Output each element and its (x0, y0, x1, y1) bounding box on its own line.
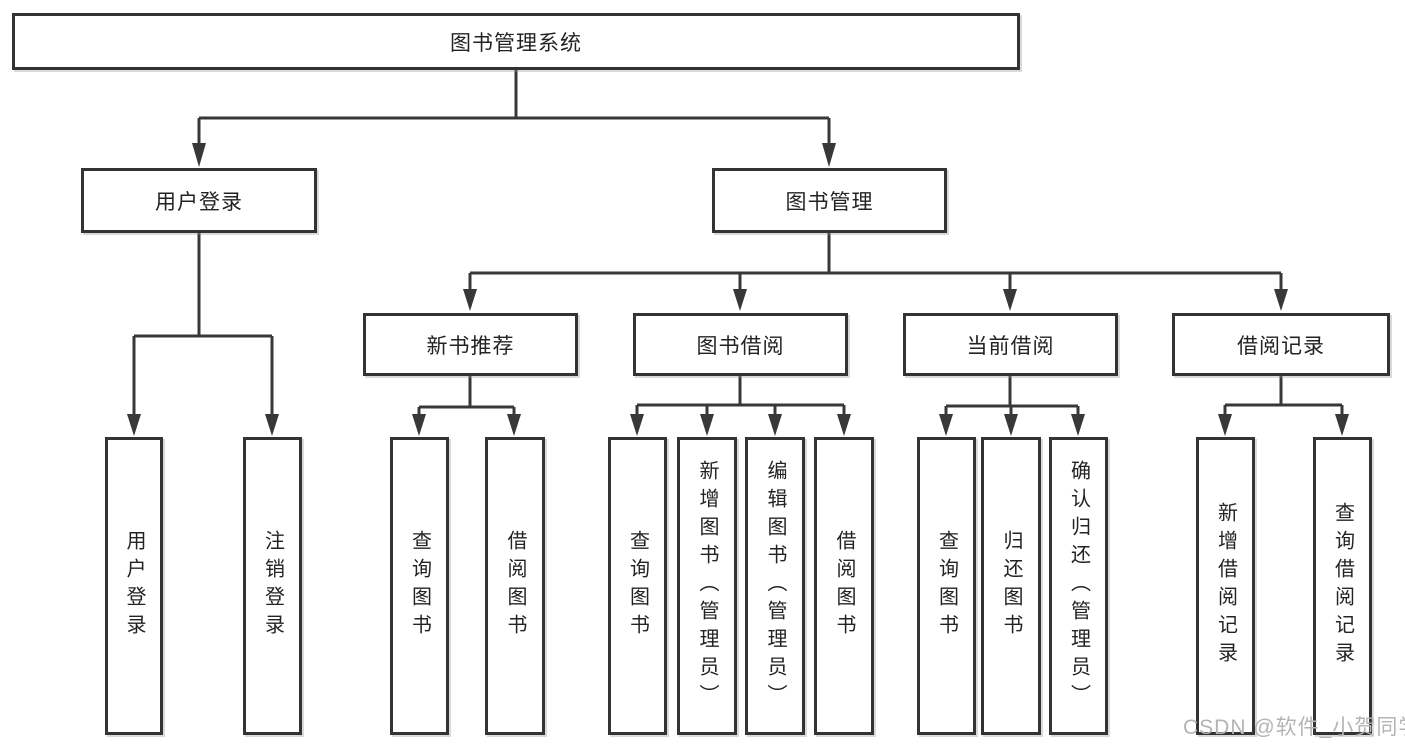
node-book-borrow: 图书借阅 (633, 313, 848, 376)
leaf-add-book-admin: 新增图书（管理员） (677, 437, 737, 735)
leaf-logout: 注销登录 (243, 437, 302, 735)
leaf-return-book: 归还图书 (981, 437, 1041, 735)
arrowheads (127, 143, 1349, 436)
connector-strokes (132, 69, 1344, 416)
node-new-book-recommend: 新书推荐 (363, 313, 578, 376)
leaf-query-books-recommend: 查询图书 (390, 437, 449, 735)
leaf-query-books-current: 查询图书 (917, 437, 976, 735)
leaf-edit-book-admin: 编辑图书（管理员） (745, 437, 805, 735)
leaf-borrow-books: 借阅图书 (814, 437, 874, 735)
node-book-management: 图书管理 (712, 168, 947, 233)
leaf-borrow-books-recommend: 借阅图书 (485, 437, 545, 735)
leaf-user-login: 用户登录 (105, 437, 163, 735)
leaf-query-borrow-record: 查询借阅记录 (1313, 437, 1372, 735)
leaf-confirm-return-admin: 确认归还（管理员） (1049, 437, 1108, 735)
watermark: CSDN @软件_小贺同学 (1183, 716, 1405, 739)
leaf-add-borrow-record: 新增借阅记录 (1196, 437, 1255, 735)
node-current-borrow: 当前借阅 (903, 313, 1118, 376)
node-user-login: 用户登录 (81, 168, 317, 233)
leaf-query-books-borrow: 查询图书 (608, 437, 667, 735)
node-borrow-records: 借阅记录 (1172, 313, 1390, 376)
node-library-system: 图书管理系统 (12, 13, 1020, 70)
